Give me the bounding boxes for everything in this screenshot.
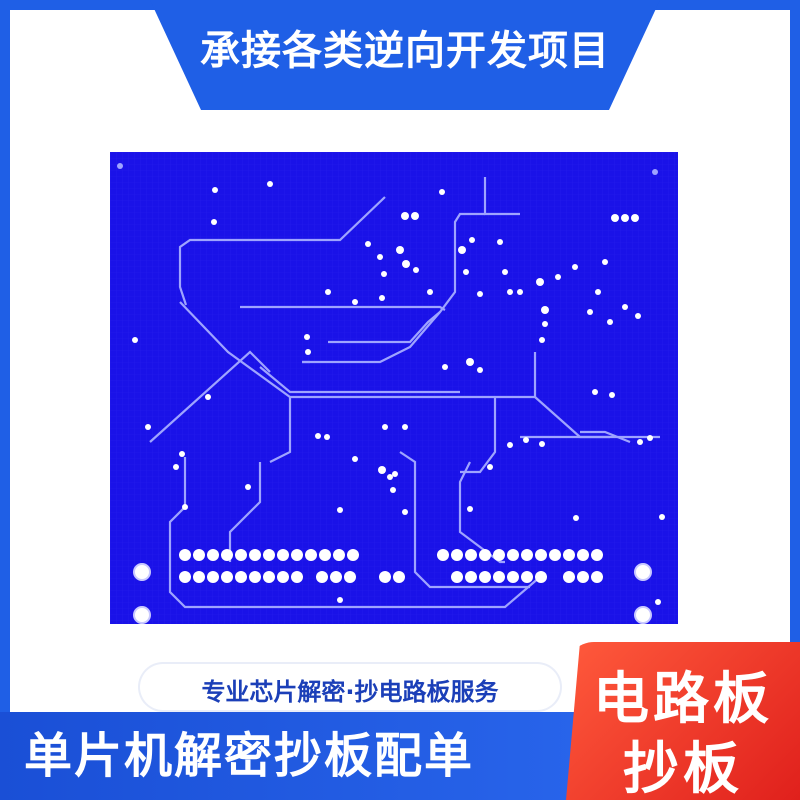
header-title: 承接各类逆向开发项目 [200,28,610,74]
bottom-title: 单片机解密抄板配单 [24,728,475,784]
tagline-text: 专业芯片解密·抄电路板服务 [201,678,499,706]
header-banner [150,0,660,110]
badge-line-2: 抄板 [623,737,743,802]
tagline-pill [140,664,560,710]
pcb-image [110,152,678,624]
badge-line-1: 电路板 [593,667,773,732]
promo-badge [566,642,800,800]
